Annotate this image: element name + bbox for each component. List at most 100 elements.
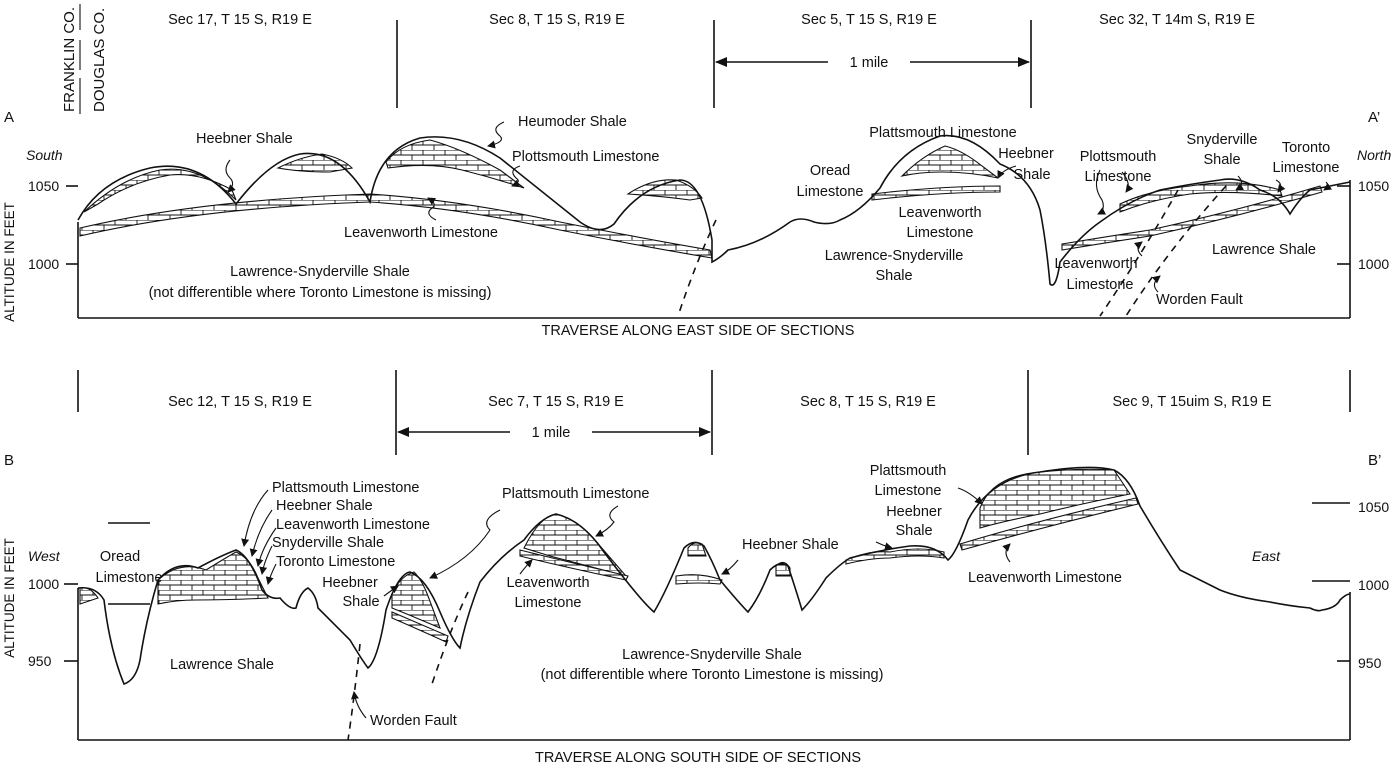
panel-a-limestone-cap [276,153,354,173]
panel-b-tick-950-right: 950 [1358,655,1382,671]
panel-a-leavenworth-3b: Limestone [1067,277,1134,293]
panel-a-lawrence-shale: Lawrence Shale [1212,242,1316,258]
panel-b-leader [721,559,739,575]
panel-b-tick-1000-right: 1000 [1358,577,1389,593]
panel-a-leader [487,121,505,149]
panel-a-toronto-a: Toronto [1282,140,1330,156]
panel-a-axis-label: ALTITUDE IN FEET [2,202,17,322]
panel-b-tick-950-left: 950 [28,653,52,669]
panel-b-worden-fault-label: Worden Fault [370,713,457,729]
franklin-county-label: FRANKLIN CO. [61,7,78,112]
panel-a-traverse-title: TRAVERSE ALONG EAST SIDE OF SECTIONS [542,323,855,339]
panel-a-limestone-cap [626,179,703,201]
panel-b-plattsmouth-r1: Plattsmouth [870,463,947,479]
panel-b-section-4: Sec 9, T 15uim S, R19 E [1112,394,1271,410]
panel-b-leader [265,563,277,585]
panel-a-section-2: Sec 8, T 15 S, R19 E [489,12,625,28]
panel-a-heumoder-shale: Heumoder Shale [518,114,627,130]
panel-b-plattsmouth-r2: Limestone [875,483,942,499]
panel-b-leader [519,559,533,575]
panel-b-tick-1050-right: 1050 [1358,499,1389,515]
panel-b-leader [255,527,277,567]
panel-b-left-label: B [4,452,14,469]
panel-a-leader [225,159,236,193]
panel-a-leavenworth-band [1061,185,1323,251]
panel-a-toronto-b: Limestone [1273,160,1340,176]
panel-b-leader [957,487,983,505]
panel-b-leader [429,509,501,579]
panel-b-axis-label: ALTITUDE IN FEET [2,538,17,658]
panel-b-leader [241,489,269,547]
panel-a-plottsmouth-2b: Limestone [1085,169,1152,185]
panel-a-leavenworth-band [871,185,1001,201]
panel-a-lawrence-snyderville-2: (not differentible where Toronto Limesto… [149,285,492,301]
panel-b-plattsmouth-mid: Plattsmouth Limestone [502,486,650,502]
panel-b-right-label: B’ [1368,452,1381,469]
panel-a-oread-2: Limestone [797,184,864,200]
panel-a-ls-2b: Shale [875,268,912,284]
panel-b-leader [259,545,273,575]
panel-a-snyderville-a: Snyderville [1187,132,1258,148]
panel-a-leader [997,165,1017,179]
panel-a-leavenworth-3a: Leavenworth [1054,256,1137,272]
panel-b-stack-heebner: Heebner Shale [276,498,373,514]
panel-a-tick-1050-right: 1050 [1358,178,1389,194]
panel-b-section-3: Sec 8, T 15 S, R19 E [800,394,936,410]
panel-b-leavenworth-band [959,497,1139,551]
panel-b-traverse-title: TRAVERSE ALONG SOUTH SIDE OF SECTIONS [535,750,861,766]
panel-b-limestone [979,468,1131,529]
panel-a-left-direction: South [26,147,63,163]
panel-b-section-1: Sec 12, T 15 S, R19 E [168,394,312,410]
panel-a-limestone-cap [83,168,237,213]
panel-a-scale-label: 1 mile [850,55,889,71]
panel-a-leader [1134,241,1143,257]
panel-b-right-direction: East [1252,548,1281,564]
panel-b-leavenworth-band [391,611,449,643]
panel-a-leader [1275,179,1286,193]
panel-b-oread-1: Oread [100,549,140,565]
panel-a-limestone-cap [385,139,525,189]
panel-a-right-label: A’ [1368,109,1380,126]
panel-b-stack-leavenworth: Leavenworth Limestone [276,517,430,533]
panel-a-section-3: Sec 5, T 15 S, R19 E [801,12,937,28]
panel-a-snyderville-b: Shale [1203,152,1240,168]
panel-a-leavenworth-2b: Limestone [907,225,974,241]
panel-a-worden-fault-label: Worden Fault [1156,292,1243,308]
panel-b-ls-2: (not differentible where Toronto Limesto… [541,667,884,683]
panel-a-tick-1050-left: 1050 [28,178,59,194]
panel-b-limestone [687,542,707,557]
douglas-county-label: DOUGLAS CO. [91,8,108,112]
panel-b-left-direction: West [28,548,61,564]
panel-a-plottsmouth-2a: Plottsmouth [1080,149,1157,165]
panel-a-leader [511,165,521,188]
panel-b-oread-2: Limestone [96,570,163,586]
panel-b-ls-1: Lawrence-Snyderville Shale [622,647,802,663]
panel-b-terrain [77,466,1351,685]
panel-b-heebner-1: Heebner [322,575,378,591]
panel-b-limestone [675,574,723,585]
panel-a-leader [1235,175,1245,191]
panel-b-leader [875,541,893,551]
panel-a-heebner-2a: Heebner [998,146,1054,162]
panel-b-lawrence-shale: Lawrence Shale [170,657,274,673]
panel-a-heebner-2b: Shale [1013,167,1050,183]
panel-b-leader [383,585,399,597]
panel-a: A A’ South North ALTITUDE IN FEET 1050 1… [2,12,1391,339]
panel-a-leavenworth-2a: Leavenworth [898,205,981,221]
panel-b-leader [249,509,273,557]
panel-b-leavenworth-1: Leavenworth [506,575,589,591]
panel-a-right-direction: North [1357,147,1391,163]
panel-b-heebner-r1: Heebner [886,504,942,520]
panel-b-scale-label: 1 mile [532,425,571,441]
panel-a-fault-dash [677,219,717,317]
panel-b-heebner-2: Shale [342,594,379,610]
panel-a-leavenworth-limestone: Leavenworth Limestone [344,225,498,241]
panel-a-tick-1000-right: 1000 [1358,256,1389,272]
panel-a-leader [1323,181,1333,191]
panel-b-stack-toronto: Toronto Limestone [276,554,395,570]
panel-a-leader [1152,275,1161,293]
panel-a-terrain [77,134,1351,286]
panel-a-plottsmouth-limestone: Plottsmouth Limestone [512,149,660,165]
panel-b-limestone [845,548,945,565]
